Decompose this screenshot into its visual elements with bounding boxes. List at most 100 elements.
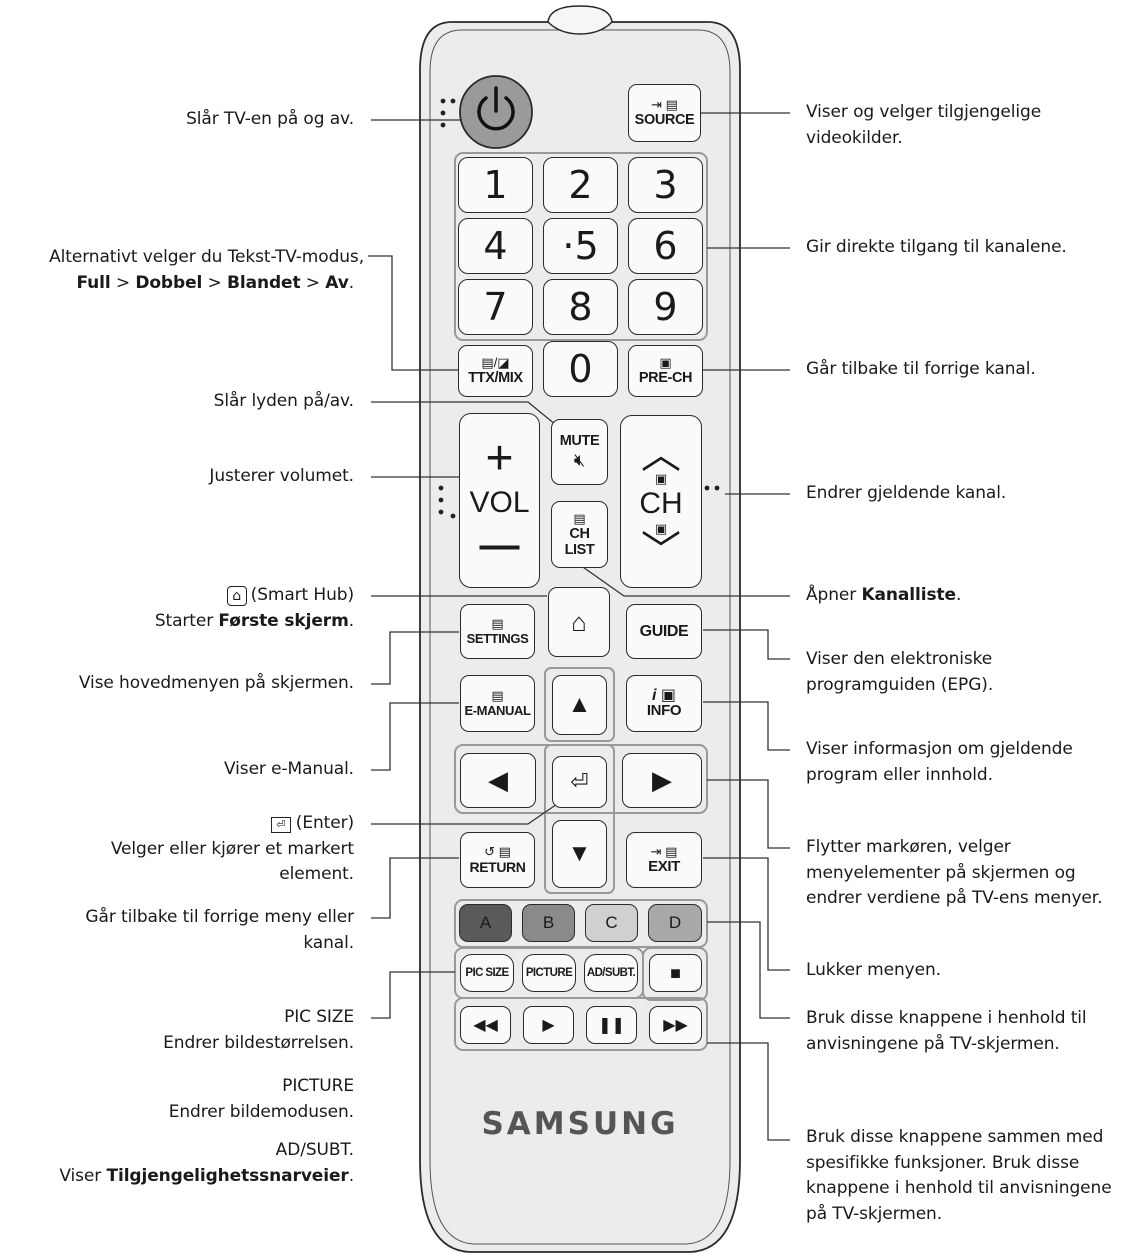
pic-size-button[interactable]: PIC SIZE [460, 954, 514, 992]
fast-forward-icon: ▶▶ [663, 1017, 688, 1034]
play-icon: ▶ [542, 1017, 555, 1034]
number-button-3[interactable]: 3 [628, 157, 703, 213]
annotation-info: Viser informasjon om gjeldende program e… [806, 739, 1073, 785]
triangle-right-icon: ▶ [652, 765, 672, 795]
annotation-numbers: Gir direkte tilgang til kanalene. [806, 237, 1067, 257]
ttx-mix-button[interactable]: ▤/◪ TTX/MIX [458, 345, 533, 397]
stop-icon: ■ [670, 962, 681, 983]
home-button[interactable]: ⌂ [548, 587, 610, 657]
pause-button[interactable]: ❚❚ [586, 1006, 637, 1044]
exit-button[interactable]: ⇥ ▤ EXIT [626, 832, 702, 888]
pre-ch-icon: ▣ [659, 355, 672, 370]
triangle-up-icon: ▲ [567, 691, 592, 718]
annotation-color-buttons: Bruk disse knappene i henhold til anvisn… [806, 1008, 1087, 1054]
number-button-1[interactable]: 1 [458, 157, 533, 213]
channel-rocker[interactable]: ︿ ▣ CH ▣ ﹀ [620, 415, 702, 588]
exit-label: EXIT [648, 858, 680, 875]
channel-up-icon[interactable]: ︿ [641, 432, 681, 477]
volume-down[interactable]: — [479, 522, 520, 567]
e-manual-icon: ▤ [491, 687, 504, 703]
volume-label: VOL [469, 485, 530, 519]
arrow-left-button[interactable]: ◀ [460, 753, 536, 808]
arrow-right-button[interactable]: ▶ [622, 753, 702, 808]
power-button[interactable] [460, 76, 532, 148]
color-button-c[interactable]: C [585, 904, 638, 942]
annotation-settings: Vise hovedmenyen på skjermen. [78, 673, 354, 693]
number-button-2[interactable]: 2 [543, 157, 618, 213]
channel-down-icon[interactable]: ﹀ [641, 528, 681, 573]
number-button-7[interactable]: 7 [458, 279, 533, 335]
number-button-6[interactable]: 6 [628, 218, 703, 274]
fast-forward-button[interactable]: ▶▶ [649, 1006, 702, 1044]
return-icon: ↺ ▤ [484, 844, 511, 859]
annotation-return: Går tilbake til forrige meny eller kanal… [85, 907, 354, 953]
enter-button[interactable]: ⏎ [552, 756, 607, 808]
volume-up[interactable]: + [485, 431, 514, 485]
picture-button[interactable]: PICTURE [522, 954, 576, 992]
remote-top-notch [547, 5, 613, 35]
settings-icon: ▤ [491, 615, 504, 631]
enter-icon: ⏎ [270, 817, 291, 833]
annotation-mute: Slår lyden på/av. [213, 391, 354, 411]
pre-ch-label: PRE-CH [638, 370, 693, 386]
pause-icon: ❚❚ [598, 1017, 625, 1034]
annotation-arrows: Flytter markøren, velger menyelementer p… [806, 837, 1103, 908]
annotation-power: Slår TV-en på og av. [186, 109, 354, 129]
rewind-button[interactable]: ◀◀ [460, 1006, 511, 1044]
info-label: INFO [646, 701, 682, 719]
color-button-a[interactable]: A [459, 904, 512, 942]
source-label: SOURCE [634, 112, 695, 128]
number-button-5[interactable]: ·5 [543, 218, 618, 274]
settings-button[interactable]: ▤ SETTINGS [460, 604, 535, 659]
home-icon: ⌂ [226, 586, 247, 606]
number-button-9[interactable]: 9 [628, 279, 703, 335]
annotation-emanual: Viser e-Manual. [224, 759, 354, 779]
annotation-ch-list: Åpner Kanalliste. [806, 585, 962, 605]
number-button-4[interactable]: 4 [458, 218, 533, 274]
ad-subt-button[interactable]: AD/SUBT. [584, 954, 638, 992]
annotation-guide: Viser den elektroniske programguiden (EP… [806, 649, 994, 695]
guide-label: GUIDE [639, 622, 689, 640]
color-button-b[interactable]: B [522, 904, 575, 942]
number-button-8[interactable]: 8 [543, 279, 618, 335]
annotation-enter: ⏎(Enter) Velger eller kjører et markert … [110, 813, 354, 884]
mute-button[interactable]: MUTE 🔇︎ [551, 419, 608, 485]
play-button[interactable]: ▶ [523, 1006, 574, 1044]
annotation-ttx: Alternativt velger du Tekst-TV-modus, Fu… [49, 245, 364, 296]
source-button[interactable]: ⇥ ▤ SOURCE [628, 84, 701, 142]
ch-list-icon: ▤ [573, 510, 586, 526]
ch-list-label-1: CH [569, 525, 590, 542]
annotation-exit: Lukker menyen. [806, 960, 941, 980]
settings-label: SETTINGS [466, 630, 529, 646]
ttx-mix-label: TTX/MIX [468, 370, 523, 386]
info-icon: i ▣ [651, 686, 676, 704]
samsung-logo: SAMSUNG [481, 1106, 679, 1142]
stop-button[interactable]: ■ [649, 954, 702, 992]
annotation-pic-size: PIC SIZE Endrer bildestørrelsen. [163, 1007, 354, 1053]
ch-list-button[interactable]: ▤ CH LIST [551, 501, 608, 568]
annotation-ad-subt: AD/SUBT. Viser Tilgjengelighetssnarveier… [59, 1140, 354, 1186]
number-button-0[interactable]: 0 [543, 341, 618, 397]
guide-button[interactable]: GUIDE [626, 604, 702, 659]
arrow-up-button[interactable]: ▲ [552, 675, 607, 735]
info-button[interactable]: i ▣ INFO [626, 675, 702, 732]
annotation-home: ⌂(Smart Hub) Starter Første skjerm. [154, 585, 354, 631]
annotation-picture: PICTURE Endrer bildemodusen. [168, 1076, 354, 1122]
source-icon: ⇥ ▤ [651, 97, 678, 112]
pre-ch-button[interactable]: ▣ PRE-CH [628, 345, 703, 397]
ch-up-sub-icon: ▣ [654, 470, 668, 486]
ch-down-sub-icon: ▣ [654, 520, 668, 536]
channel-label: CH [639, 486, 683, 520]
return-button[interactable]: ↺ ▤ RETURN [460, 832, 535, 888]
arrow-down-button[interactable]: ▼ [552, 820, 607, 888]
home-icon: ⌂ [571, 606, 587, 637]
mute-label: MUTE [559, 433, 600, 449]
e-manual-button[interactable]: ▤ E-MANUAL [460, 675, 535, 732]
annotation-source: Viser og velger tilgjengelige videokilde… [806, 102, 1042, 148]
volume-rocker[interactable]: + VOL — [459, 413, 540, 588]
return-label: RETURN [469, 859, 526, 875]
exit-icon: ⇥ ▤ [650, 844, 678, 859]
color-button-d[interactable]: D [648, 904, 702, 942]
triangle-down-icon: ▼ [567, 840, 592, 867]
